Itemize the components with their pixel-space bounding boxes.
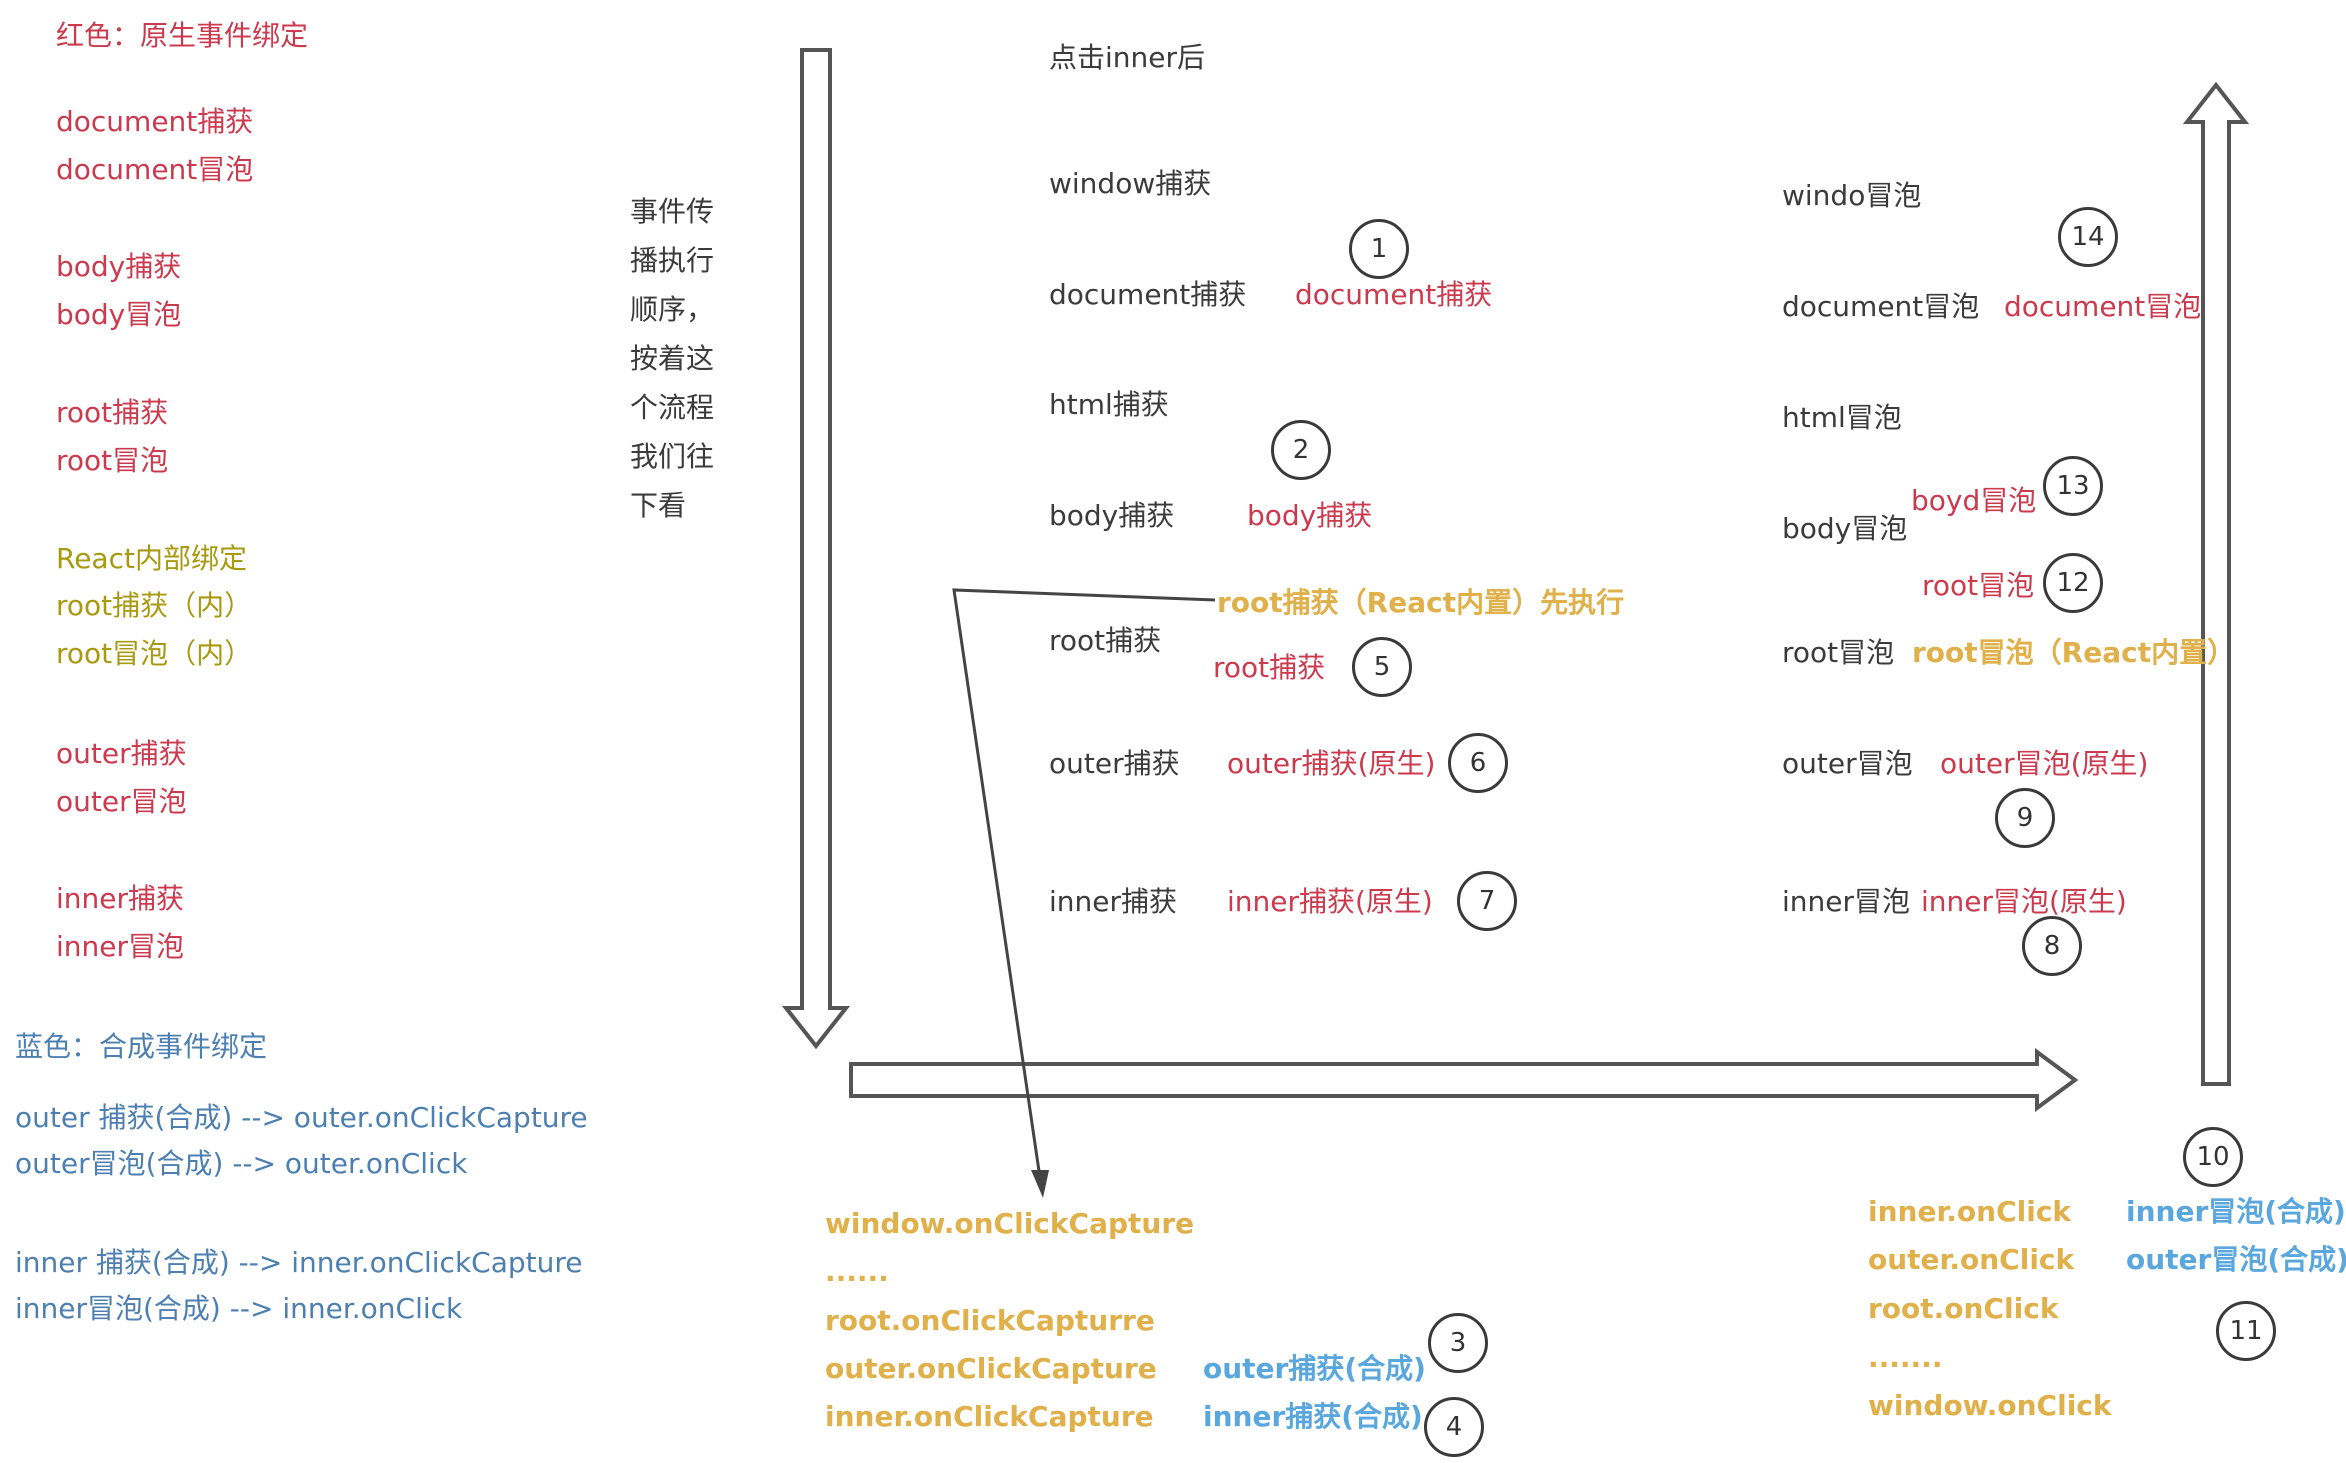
synthetic-bubble-item: .......	[1868, 1341, 1943, 1374]
capture-handler: outer捕获(原生)	[1227, 747, 1436, 780]
legend-red-item: root冒泡	[56, 444, 169, 477]
synthetic-capture-item: root.onClickCapturre	[825, 1304, 1155, 1337]
capture-phase: outer捕获	[1049, 747, 1180, 780]
react-root-pointer-head	[1031, 1170, 1049, 1198]
propagation-right-arrow	[849, 1048, 2079, 1112]
legend-blue-item: inner冒泡(合成) --> inner.onClick	[15, 1292, 463, 1325]
capture-down-arrow	[781, 48, 851, 1050]
capture-phase: window捕获	[1049, 167, 1212, 200]
bubble-phase: root冒泡	[1782, 636, 1895, 669]
legend-red-item: document冒泡	[56, 153, 254, 186]
synthetic-bubble-label: outer冒泡(合成)	[2126, 1243, 2346, 1276]
legend-blue-item: outer 捕获(合成) --> outer.onClickCapture	[15, 1101, 588, 1134]
bubble-phase: html冒泡	[1782, 401, 1902, 434]
react-root-capture-note: root捕获（React内置）先执行	[1217, 586, 1625, 619]
step-circle: 4	[1424, 1397, 1484, 1457]
synthetic-bubble-item: window.onClick	[1868, 1389, 2112, 1422]
legend-react-item: root冒泡（内）	[56, 637, 253, 670]
legend-red-item: inner冒泡	[56, 930, 185, 963]
step-circle: 7	[1457, 871, 1517, 931]
synthetic-capture-item: ......	[825, 1255, 889, 1288]
step-circle: 10	[2183, 1127, 2243, 1187]
bubble-up-arrow	[2182, 81, 2250, 1086]
step-circle: 9	[1995, 788, 2055, 848]
bubble-handler: outer冒泡(原生)	[1940, 747, 2149, 780]
legend-red-item: outer冒泡	[56, 785, 187, 818]
step-circle: 11	[2216, 1301, 2276, 1361]
synthetic-capture-item: outer.onClickCapture	[825, 1352, 1157, 1385]
synthetic-bubble-label: inner冒泡(合成)	[2126, 1195, 2346, 1228]
legend-red-item: inner捕获	[56, 882, 185, 915]
propagation-note: 事件传播执行顺序，按着这个流程我们往下看	[630, 195, 715, 522]
capture-title: 点击inner后	[1049, 41, 1206, 74]
step-circle: 13	[2043, 456, 2103, 516]
bubble-handler: inner冒泡(原生)	[1921, 885, 2127, 918]
capture-handler: root捕获	[1213, 651, 1326, 684]
step-circle: 12	[2043, 553, 2103, 613]
step-circle: 2	[1271, 420, 1331, 480]
react-root-bubble-note: root冒泡（React内置）	[1912, 636, 2236, 669]
legend-red-item: outer捕获	[56, 737, 187, 770]
capture-phase: html捕获	[1049, 388, 1169, 421]
legend-react-item: root捕获（内）	[56, 589, 253, 622]
capture-handler: document捕获	[1295, 278, 1493, 311]
legend-red-item: document捕获	[56, 105, 254, 138]
bubble-handler: root冒泡	[1922, 569, 2035, 602]
synthetic-capture-label: outer捕获(合成)	[1203, 1352, 1426, 1385]
bubble-phase: windo冒泡	[1782, 179, 1922, 212]
bubble-phase: body冒泡	[1782, 512, 1908, 545]
step-circle: 6	[1448, 733, 1508, 793]
legend-red-item: body冒泡	[56, 298, 182, 331]
synthetic-capture-label: inner捕获(合成)	[1203, 1400, 1423, 1433]
step-circle: 5	[1352, 637, 1412, 697]
capture-phase: body捕获	[1049, 499, 1175, 532]
step-circle: 14	[2058, 207, 2118, 267]
capture-handler: body捕获	[1247, 499, 1373, 532]
legend-react-item: React内部绑定	[56, 542, 247, 575]
bubble-handler: boyd冒泡	[1911, 484, 2037, 517]
step-circle: 8	[2022, 916, 2082, 976]
bubble-phase: outer冒泡	[1782, 747, 1913, 780]
synthetic-capture-item: window.onClickCapture	[825, 1207, 1195, 1240]
step-circle: 1	[1349, 219, 1409, 279]
legend-blue-item: inner 捕获(合成) --> inner.onClickCapture	[15, 1246, 583, 1279]
capture-phase: document捕获	[1049, 278, 1247, 311]
capture-phase: root捕获	[1049, 624, 1162, 657]
legend-blue-item: outer冒泡(合成) --> outer.onClick	[15, 1147, 468, 1180]
synthetic-bubble-item: root.onClick	[1868, 1292, 2059, 1325]
bubble-handler: document冒泡	[2004, 290, 2202, 323]
bubble-phase: document冒泡	[1782, 290, 1980, 323]
synthetic-capture-item: inner.onClickCapture	[825, 1400, 1154, 1433]
synthetic-bubble-item: inner.onClick	[1868, 1195, 2072, 1228]
capture-phase: inner捕获	[1049, 885, 1178, 918]
legend-red-item: root捕获	[56, 396, 169, 429]
legend-red-item: body捕获	[56, 250, 182, 283]
capture-handler: inner捕获(原生)	[1227, 885, 1433, 918]
synthetic-bubble-item: outer.onClick	[1868, 1243, 2075, 1276]
legend-red-title: 红色：原生事件绑定	[56, 19, 309, 52]
bubble-phase: inner冒泡	[1782, 885, 1911, 918]
react-root-pointer-line	[952, 588, 1216, 1179]
step-circle: 3	[1428, 1313, 1488, 1373]
legend-blue-title: 蓝色：合成事件绑定	[15, 1030, 268, 1063]
